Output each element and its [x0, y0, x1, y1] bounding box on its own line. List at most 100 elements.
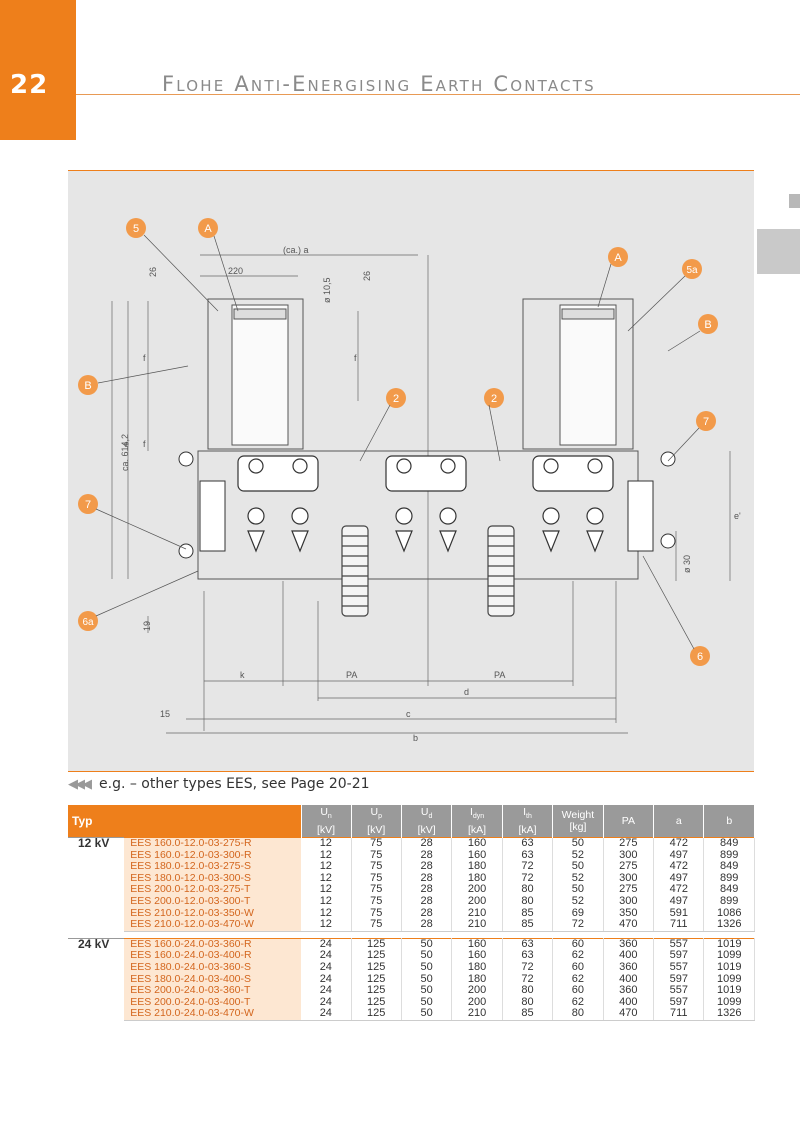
column-header: Ith[kA] — [502, 805, 554, 838]
spec-value: 28 — [401, 907, 453, 920]
callout-7-left: 7 — [85, 499, 91, 511]
spec-value: 75 — [351, 895, 402, 908]
spec-value: 50 — [401, 937, 453, 951]
dim-f-3: f — [143, 439, 146, 449]
spec-value: 180 — [451, 961, 503, 974]
spec-value: 63 — [502, 849, 554, 862]
dim-19: 19 — [142, 621, 152, 631]
spec-value: 28 — [401, 836, 453, 850]
spec-value: 28 — [401, 872, 453, 885]
column-header: a — [653, 805, 705, 838]
callout-a-right: A — [614, 252, 622, 264]
spec-value: 80 — [502, 895, 554, 908]
page-number-badge: 22 — [0, 0, 76, 140]
spec-value: 899 — [703, 849, 755, 862]
column-unit: [kA] — [468, 823, 487, 836]
spec-value: 50 — [401, 973, 453, 986]
spec-value: 125 — [351, 937, 402, 951]
spec-value: 210 — [451, 1007, 503, 1021]
spec-value: 400 — [603, 973, 655, 986]
spec-value: 62 — [552, 996, 604, 1009]
spec-value: 125 — [351, 961, 402, 974]
dim-b: b — [413, 733, 418, 743]
model-name: EES 160.0-24.0-03-400-R — [124, 950, 302, 962]
spec-value: 472 — [653, 836, 705, 850]
spec-value: 180 — [451, 861, 503, 873]
spec-value: 300 — [603, 872, 655, 885]
spec-value: 591 — [653, 907, 705, 920]
dim-ca-a: (ca.) a — [283, 245, 309, 255]
spec-value: 24 — [301, 937, 352, 951]
spec-value: 400 — [603, 950, 655, 962]
model-name: EES 210.0-12.0-03-470-W — [124, 918, 302, 932]
spec-value: 360 — [603, 961, 655, 974]
spec-value: 1086 — [703, 907, 755, 920]
table-header-row: Typ Un[kV]Up[kV]Ud[kV]Idyn[kA]Ith[kA]Wei… — [68, 805, 755, 838]
spec-value: 63 — [502, 836, 554, 850]
spec-value: 85 — [502, 918, 554, 932]
spec-value: 85 — [502, 1007, 554, 1021]
column-symbol: b — [726, 815, 733, 827]
spec-value: 24 — [301, 961, 352, 974]
spec-value: 75 — [351, 861, 402, 873]
leader-lines — [95, 234, 701, 650]
spec-value: 80 — [502, 884, 554, 896]
spec-value: 300 — [603, 895, 655, 908]
model-name: EES 180.0-12.0-03-300-S — [124, 872, 302, 885]
column-header: Un[kV] — [301, 805, 352, 838]
column-header: Up [kV] — [351, 805, 402, 838]
column-unit: [kV] — [417, 823, 436, 836]
column-subscript: p — [378, 813, 382, 821]
model-name: EES 200.0-12.0-03-300-T — [124, 895, 302, 908]
spec-value: 125 — [351, 973, 402, 986]
column-symbol: U — [370, 806, 379, 819]
column-symbol: I — [523, 806, 527, 819]
spec-value: 125 — [351, 985, 402, 997]
spec-value: 160 — [451, 836, 503, 850]
header-rule — [76, 94, 800, 95]
side-tab — [757, 229, 800, 274]
column-unit: [kV] — [367, 823, 386, 836]
spec-value: 472 — [653, 861, 705, 873]
spec-value: 12 — [301, 861, 352, 873]
dim-pa-1: PA — [346, 670, 357, 680]
spec-value: 472 — [653, 884, 705, 896]
callout-b-left: B — [84, 380, 91, 392]
technical-drawing: 5 A A 5a B B 2 2 7 7 6 6a (ca.) a 220 26… — [68, 170, 754, 772]
spec-value: 400 — [603, 996, 655, 1009]
callout-6a: 6a — [82, 617, 94, 628]
dim-diameter-30: ø 30 — [682, 555, 692, 573]
column-subscript: th — [526, 813, 532, 821]
column-subscript: dyn — [472, 813, 485, 821]
model-name: EES 160.0-12.0-03-300-R — [124, 849, 302, 862]
spec-value: 470 — [603, 918, 655, 932]
spec-value: 75 — [351, 849, 402, 862]
side-tab-marker — [789, 194, 800, 208]
dim-e-prime: e' — [734, 511, 741, 521]
triple-arrow-icon: ◀◀◀ — [68, 777, 92, 792]
spec-value: 28 — [401, 895, 453, 908]
spec-value: 350 — [603, 907, 655, 920]
spec-value: 849 — [703, 884, 755, 896]
spec-value: 63 — [502, 937, 554, 951]
column-unit: [kg] — [569, 821, 587, 833]
spec-value: 1326 — [703, 1007, 755, 1021]
spec-value: 72 — [502, 973, 554, 986]
page-number: 22 — [10, 70, 49, 100]
model-name: EES 210.0-24.0-03-470-W — [124, 1007, 302, 1021]
callout-2-left: 2 — [393, 393, 399, 405]
dim-f-2: f — [354, 353, 357, 363]
dim-26-right: 26 — [362, 271, 372, 281]
specification-table: Typ Un[kV]Up[kV]Ud[kV]Idyn[kA]Ith[kA]Wei… — [68, 805, 755, 1021]
column-subscript: d — [428, 813, 433, 821]
technical-drawing-svg: 5 A A 5a B B 2 2 7 7 6 6a (ca.) a 220 26… — [78, 218, 741, 743]
